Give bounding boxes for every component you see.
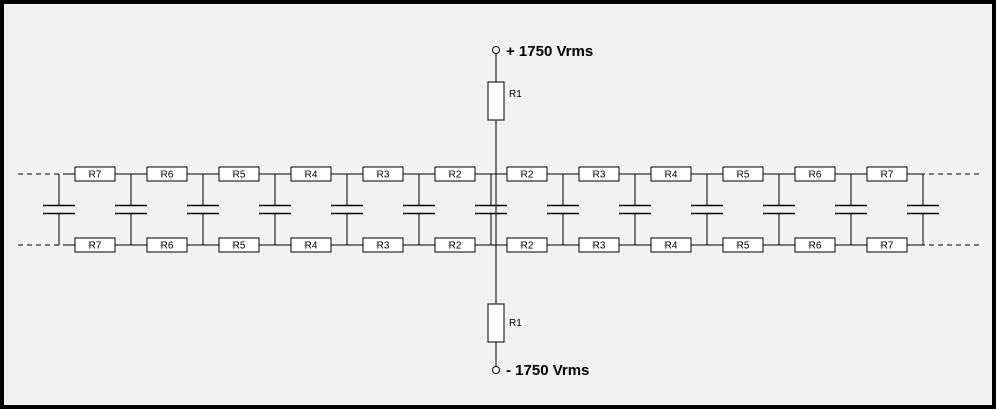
resistor-top-3 <box>218 166 260 182</box>
resistor-bottom-10 <box>722 237 764 253</box>
resistor-top-5-label: R3 <box>377 170 390 181</box>
terminal-negative-label: - 1750 Vrms <box>506 362 589 379</box>
resistor-top-2 <box>146 166 188 182</box>
resistor-bottom-4-label: R4 <box>305 241 318 252</box>
resistor-bottom-9-label: R4 <box>665 241 678 252</box>
resistor-bottom-11-label: R6 <box>809 241 822 252</box>
resistor-top-3-label: R5 <box>233 170 246 181</box>
resistor-top-9 <box>650 166 692 182</box>
resistor-bottom-8-label: R3 <box>593 241 606 252</box>
resistor-top-8-label: R3 <box>593 170 606 181</box>
resistor-top-2-label: R6 <box>161 170 174 181</box>
resistor-top-1-label: R7 <box>89 170 102 181</box>
resistor-bottom-10-label: R5 <box>737 241 750 252</box>
resistor-bottom-12 <box>866 237 908 253</box>
resistor-top-4-label: R4 <box>305 170 318 181</box>
resistor-r1-top-label: R1 <box>509 89 522 100</box>
resistor-top-9-label: R4 <box>665 170 678 181</box>
resistor-top-5 <box>362 166 404 182</box>
terminal-positive <box>492 46 500 54</box>
resistor-top-12-label: R7 <box>881 170 894 181</box>
resistor-top-11 <box>794 166 836 182</box>
resistor-r1-bottom <box>487 303 505 343</box>
resistor-top-10-label: R5 <box>737 170 750 181</box>
terminal-positive-label: + 1750 Vrms <box>506 43 593 60</box>
resistor-bottom-5-label: R3 <box>377 241 390 252</box>
resistor-bottom-12-label: R7 <box>881 241 894 252</box>
terminal-negative <box>492 366 500 374</box>
resistor-bottom-11 <box>794 237 836 253</box>
resistor-bottom-8 <box>578 237 620 253</box>
resistor-top-10 <box>722 166 764 182</box>
resistor-top-6-label: R2 <box>449 170 462 181</box>
resistor-top-11-label: R6 <box>809 170 822 181</box>
resistor-bottom-5 <box>362 237 404 253</box>
resistor-bottom-6 <box>434 237 476 253</box>
resistor-bottom-7-label: R2 <box>521 241 534 252</box>
resistor-bottom-1 <box>74 237 116 253</box>
resistor-bottom-9 <box>650 237 692 253</box>
resistor-bottom-2-label: R6 <box>161 241 174 252</box>
resistor-bottom-4 <box>290 237 332 253</box>
resistor-top-6 <box>434 166 476 182</box>
resistor-top-7 <box>506 166 548 182</box>
resistor-bottom-1-label: R7 <box>89 241 102 252</box>
resistor-top-12 <box>866 166 908 182</box>
resistor-top-7-label: R2 <box>521 170 534 181</box>
resistor-top-8 <box>578 166 620 182</box>
resistor-bottom-7 <box>506 237 548 253</box>
resistor-bottom-3-label: R5 <box>233 241 246 252</box>
resistor-r1-bottom-label: R1 <box>509 318 522 329</box>
resistor-bottom-2 <box>146 237 188 253</box>
resistor-bottom-3 <box>218 237 260 253</box>
resistor-bottom-6-label: R2 <box>449 241 462 252</box>
resistor-top-1 <box>74 166 116 182</box>
resistor-top-4 <box>290 166 332 182</box>
resistor-r1-top <box>487 81 505 121</box>
